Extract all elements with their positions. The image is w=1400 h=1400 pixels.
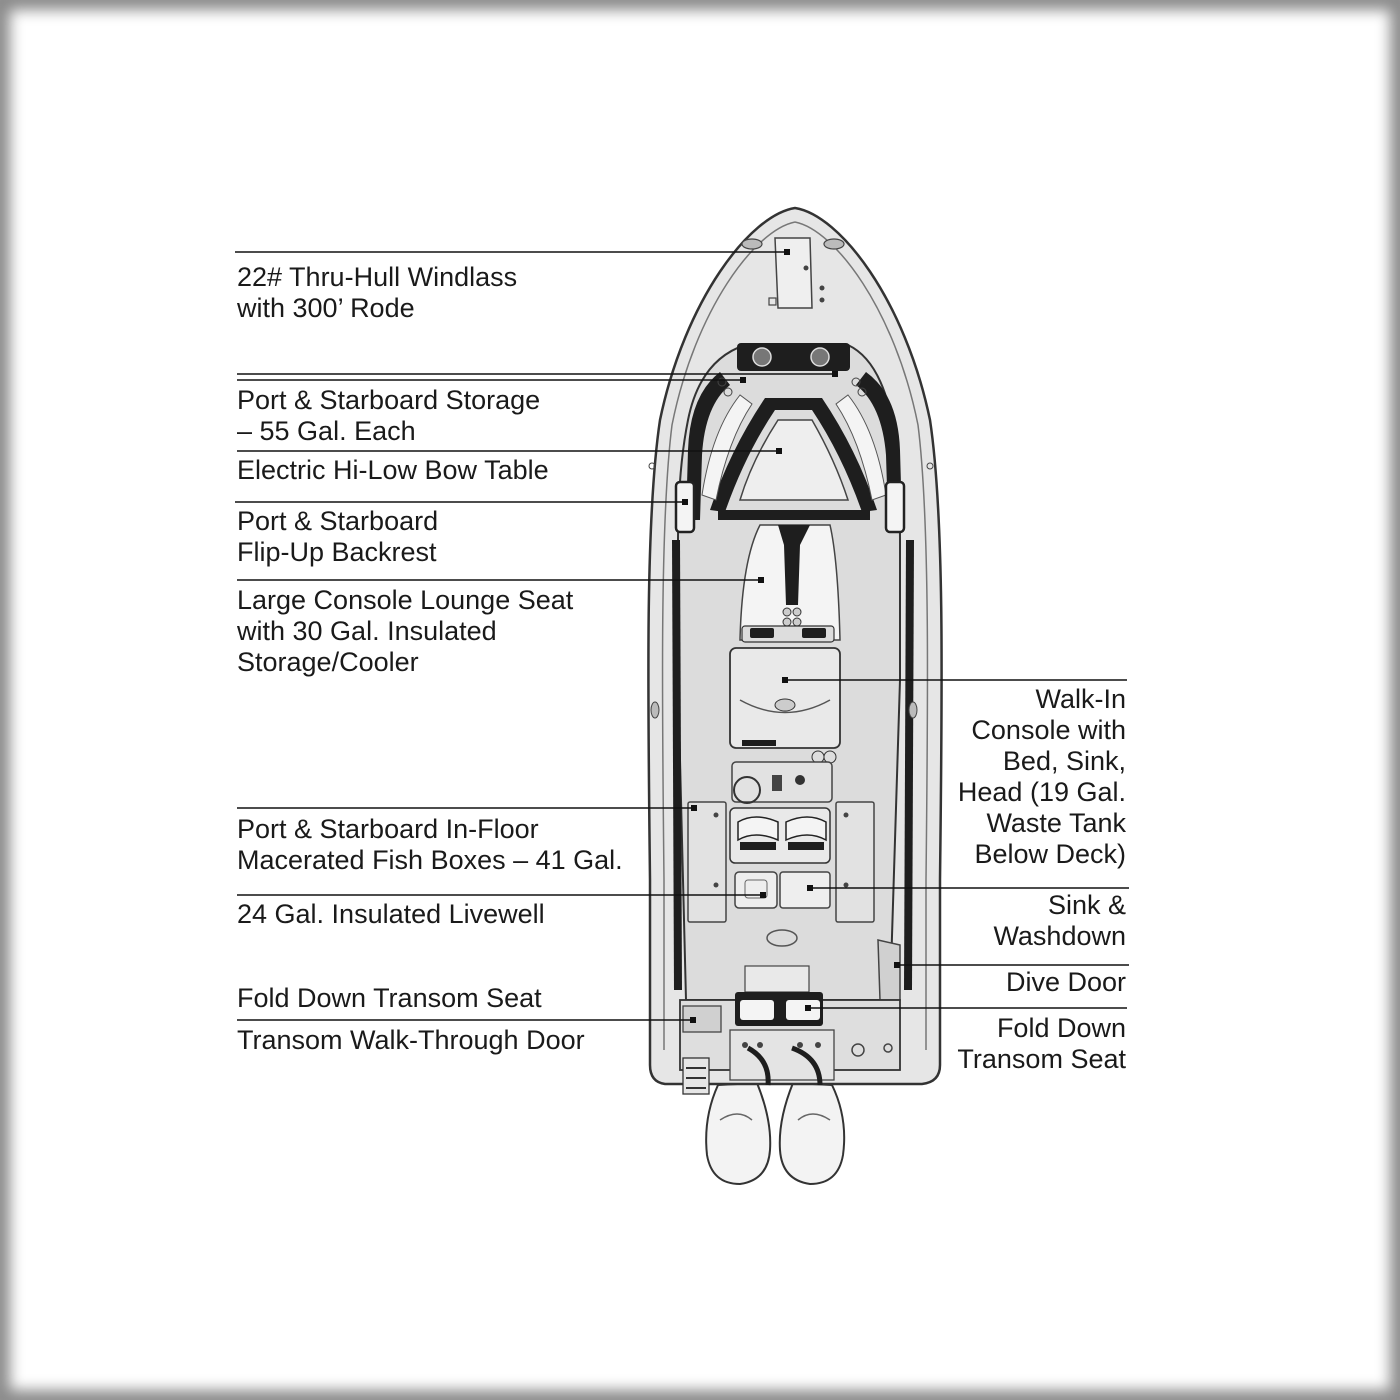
steering-wheel-icon [733,776,761,804]
label-fold-down-transom-seat-left: Fold Down Transom Seat [237,983,542,1013]
leader-lines [235,249,1129,1023]
label-console-lounge-seat: Large Console Lounge Seat with 30 Gal. I… [237,585,574,677]
starboard-fish-box [835,801,875,923]
label-flip-up-backrest: Port & Starboard Flip-Up Backrest [237,506,439,567]
label-electric-bow-table: Electric Hi-Low Bow Table [237,455,549,485]
label-dive-door: Dive Door [1005,967,1126,997]
bow-seating-bolster [686,372,730,520]
windlass-hatch [774,237,813,309]
outboard-engines [705,1081,846,1186]
label-fold-down-transom-seat-right: Fold Down Transom Seat [957,1013,1126,1074]
dive-door [877,939,901,1001]
walk-in-console [729,647,841,749]
label-transom-walk-through-door: Transom Walk-Through Door [237,1025,585,1055]
port-fish-box [687,801,727,923]
label-walk-in-console: Walk-In Console with Bed, Sink, Head (19… [957,684,1126,869]
label-fish-boxes: Port & Starboard In-Floor Macerated Fish… [237,814,623,875]
livewell-lid [734,871,778,909]
port-flip-up-backrest [674,480,696,534]
label-thru-hull-windlass: 22# Thru-Hull Windlass with 300’ Rode [237,262,518,323]
label-insulated-livewell: 24 Gal. Insulated Livewell [237,899,545,929]
gunwale-line [794,221,929,1050]
label-port-starboard-storage: Port & Starboard Storage – 55 Gal. Each [237,385,541,446]
label-sink-washdown: Sink & Washdown [993,890,1126,951]
sink-washdown-station [779,871,831,909]
port-outboard [705,1081,772,1186]
starboard-outboard [778,1081,846,1186]
transom-walk-through-door [682,1005,722,1033]
bow-table [738,419,850,501]
starboard-flip-up-backrest [884,480,906,534]
bow-table-bolster [710,398,877,512]
aft-deck-hatch [744,965,810,993]
